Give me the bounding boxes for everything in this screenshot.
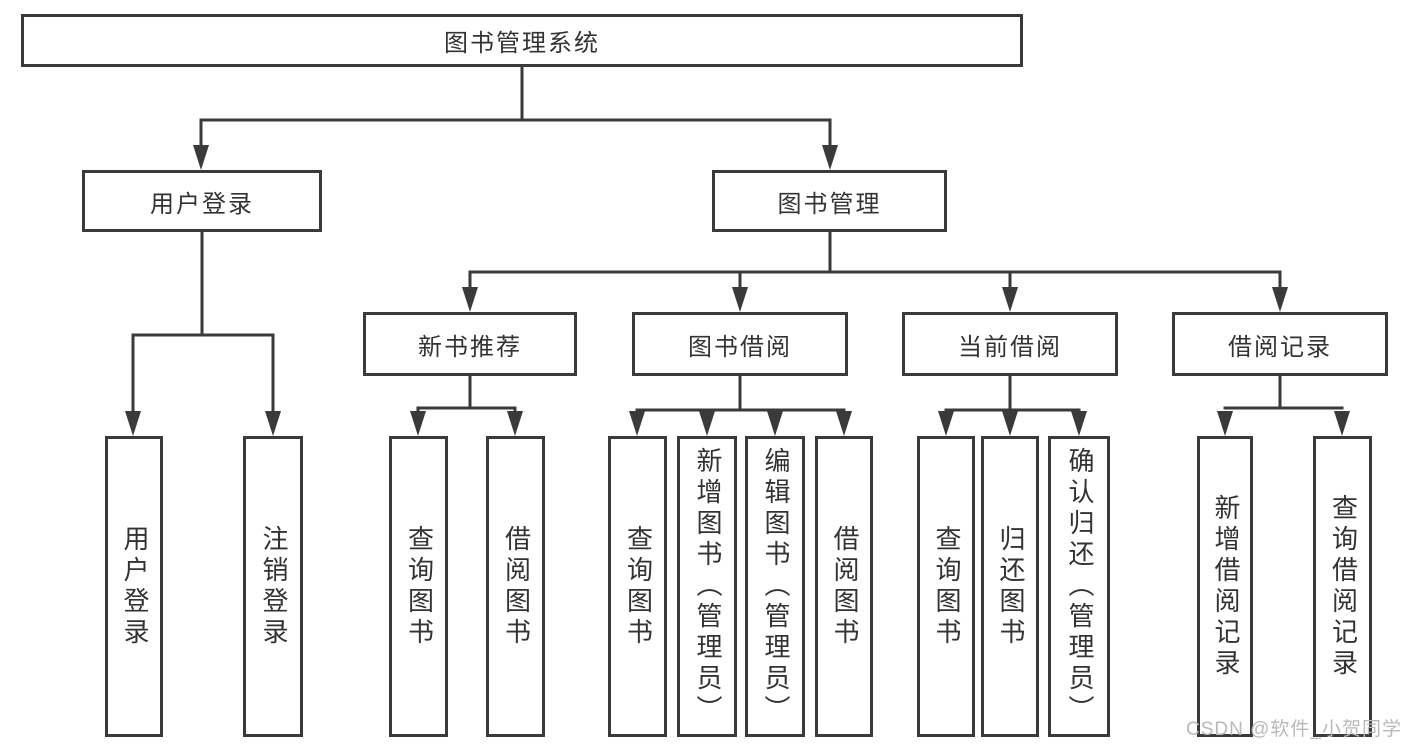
node-book-management-label: 图书管理	[777, 190, 882, 218]
leaf-query-book-2-label: 查询图书	[623, 524, 654, 649]
node-root: 图书管理系统	[21, 14, 1023, 67]
leaf-query-book-3-label: 查询图书	[931, 524, 962, 649]
connector-book-mgmt-branch	[462, 230, 1288, 312]
leaf-borrow-book-2-label: 借阅图书	[829, 524, 860, 649]
leaf-confirm-return-admin: 确认归还（管理员）	[1048, 436, 1110, 737]
connector-current-borrow-branch	[938, 374, 1087, 436]
leaf-confirm-return-admin-label: 确认归还（管理员）	[1064, 447, 1095, 726]
node-book-management: 图书管理	[712, 170, 947, 232]
leaf-user-login: 用户登录	[105, 436, 163, 737]
leaf-borrow-book-1: 借阅图书	[486, 436, 545, 737]
leaf-add-book-admin-label: 新增图书（管理员）	[692, 447, 723, 726]
node-borrow-record: 借阅记录	[1172, 312, 1388, 376]
connector-user-login-branch	[125, 230, 281, 436]
leaf-edit-book-admin: 编辑图书（管理员）	[745, 436, 805, 737]
leaf-add-book-admin: 新增图书（管理员）	[677, 436, 737, 737]
leaf-add-borrow-record-label: 新增借阅记录	[1210, 493, 1241, 680]
leaf-query-borrow-record: 查询借阅记录	[1313, 436, 1372, 737]
leaf-query-book-3: 查询图书	[917, 436, 975, 737]
leaf-query-book-2: 查询图书	[608, 436, 667, 737]
leaf-borrow-book-2: 借阅图书	[815, 436, 873, 737]
leaf-return-book-label: 归还图书	[995, 524, 1026, 649]
node-current-borrow: 当前借阅	[902, 312, 1118, 376]
leaf-edit-book-admin-label: 编辑图书（管理员）	[760, 447, 791, 726]
node-root-label: 图书管理系统	[444, 30, 600, 57]
leaf-query-book-1-label: 查询图书	[404, 524, 435, 649]
connector-root-branch	[193, 65, 838, 170]
node-new-book-recommend-label: 新书推荐	[418, 333, 522, 361]
node-user-login: 用户登录	[82, 170, 322, 232]
leaf-user-login-label: 用户登录	[119, 524, 150, 649]
watermark: CSDN @软件_小贺同学	[1186, 719, 1402, 740]
node-current-borrow-label: 当前借阅	[958, 333, 1062, 361]
leaf-return-book: 归还图书	[981, 436, 1039, 737]
leaf-query-borrow-record-label: 查询借阅记录	[1328, 493, 1359, 680]
node-book-borrow: 图书借阅	[632, 312, 848, 376]
connector-book-borrow-branch	[629, 374, 852, 436]
leaf-query-book-1: 查询图书	[389, 436, 448, 737]
node-new-book-recommend: 新书推荐	[363, 312, 577, 376]
node-borrow-record-label: 借阅记录	[1228, 333, 1332, 361]
connector-borrow-record-branch	[1217, 374, 1350, 436]
leaf-add-borrow-record: 新增借阅记录	[1197, 436, 1253, 737]
leaf-logout: 注销登录	[243, 436, 303, 737]
connector-new-book-branch	[410, 374, 523, 436]
leaf-borrow-book-1-label: 借阅图书	[501, 524, 532, 649]
node-user-login-label: 用户登录	[150, 190, 254, 218]
node-book-borrow-label: 图书借阅	[688, 333, 792, 361]
leaf-logout-label: 注销登录	[258, 524, 289, 649]
